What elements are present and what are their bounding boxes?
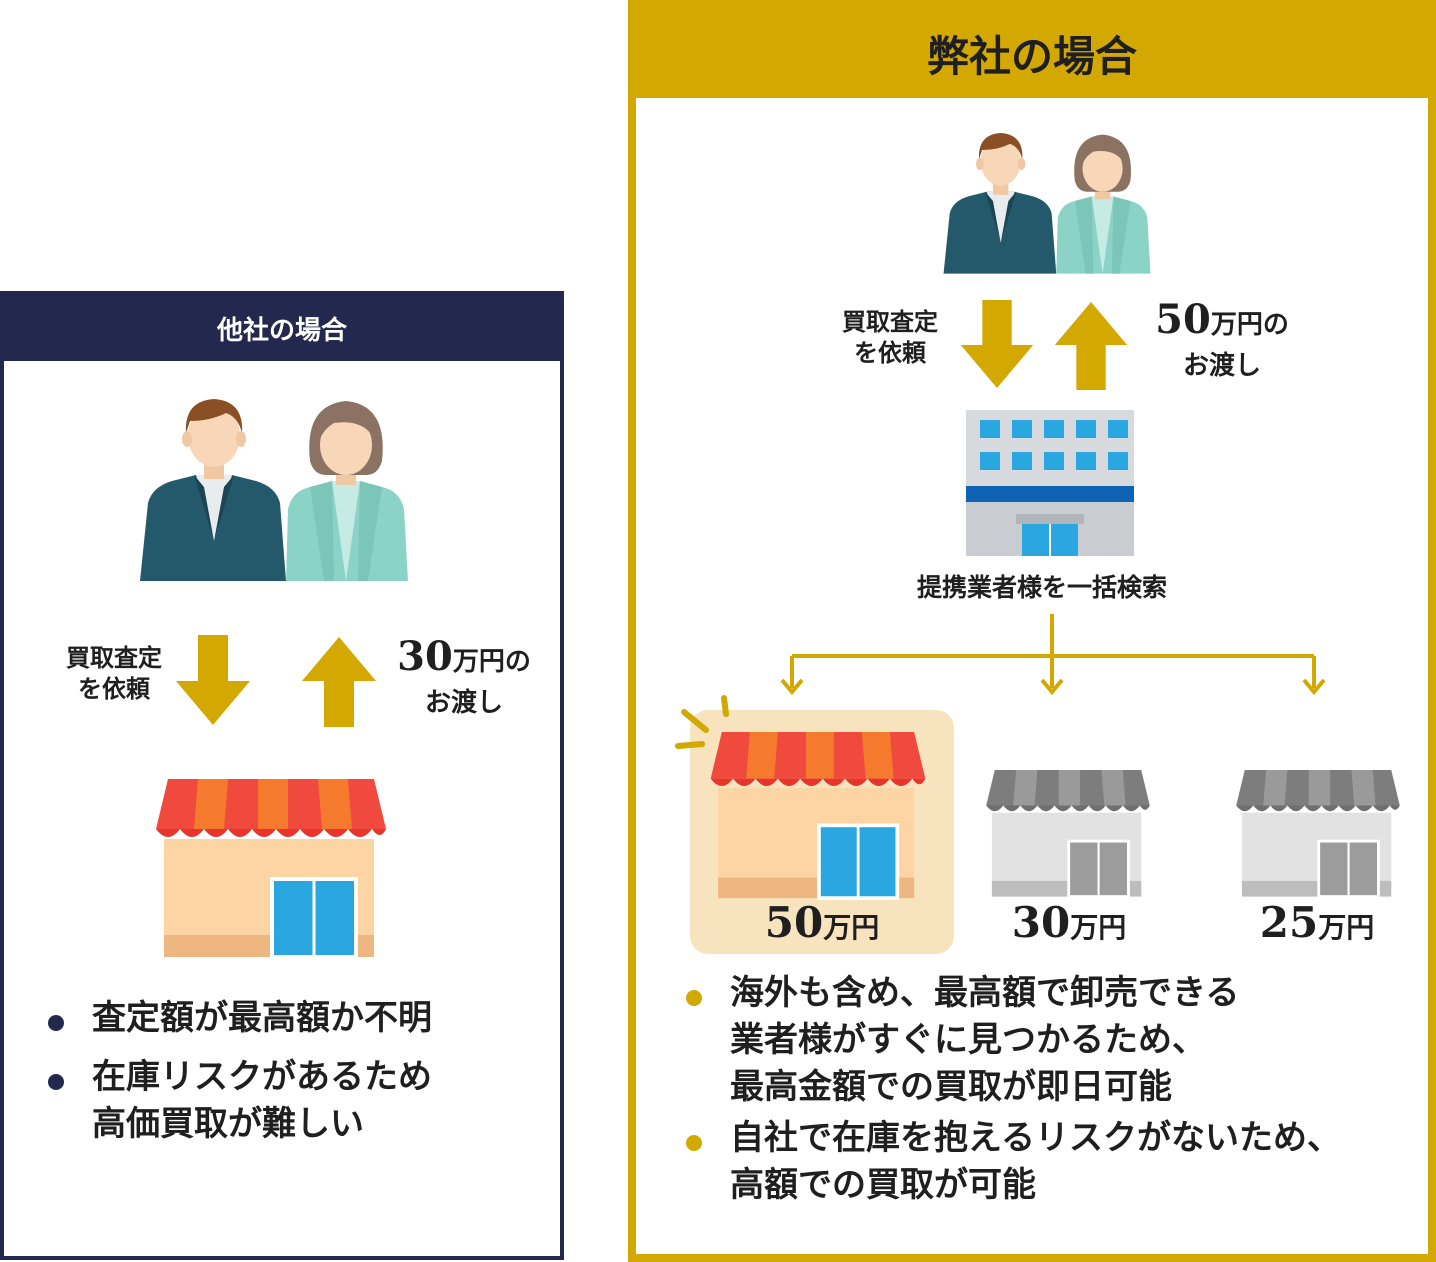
bullet-line: 海外も含め、最高額で卸売できる (730, 973, 1240, 1013)
shop-icon-best (710, 732, 926, 900)
shop-price-number: 30 (1011, 898, 1071, 947)
shop-icon-gray (986, 770, 1150, 898)
bullet-line: 高額での買取が可能 (730, 1164, 1036, 1205)
customers-icon (943, 133, 1151, 274)
branch-connector (780, 614, 1326, 696)
request-line-1: 買取査定 (842, 307, 938, 336)
shop-price-label: 25万円 (1202, 898, 1432, 947)
man-icon (140, 399, 286, 581)
bullet-line: 在庫リスクがあるため (92, 1056, 432, 1097)
bullet-dot-icon (686, 1134, 702, 1151)
shop-price-label: 30万円 (954, 898, 1184, 947)
company-building-icon (966, 410, 1134, 556)
request-appraisal-label: 買取査定 を依頼 (820, 306, 960, 368)
bullet-line: 高価買取が難しい (92, 1103, 364, 1144)
handover-amount-unit: 万円の (1210, 310, 1289, 340)
shop-price-unit: 万円 (823, 911, 880, 944)
woman-icon (286, 401, 408, 581)
handover-text: お渡し (1182, 351, 1261, 381)
shop-price-label: 50万円 (690, 898, 954, 947)
handover-amount-label: 50万円の お渡し (1142, 296, 1302, 382)
handover-amount-number: 50 (1155, 296, 1211, 343)
our-company-title: 弊社の場合 (636, 8, 1428, 98)
arrow-down-icon (960, 300, 1034, 389)
bullet-dot-icon (686, 990, 702, 1006)
arrow-up-icon (302, 637, 376, 727)
shop-icon-gray (1236, 770, 1400, 898)
handover-amount-unit: 万円の (452, 647, 531, 677)
bullet-line: 最高金額での買取が即日可能 (730, 1066, 1172, 1107)
bullet-line: 自社で在庫を抱えるリスクがないため、 (730, 1117, 1341, 1158)
arrow-down-icon (176, 635, 250, 725)
other-company-panel: 他社の場合 買取査定 を依頼 (0, 291, 564, 1260)
shop-price-number: 25 (1259, 898, 1319, 947)
request-line-2: を依頼 (78, 674, 150, 704)
request-appraisal-label: 買取査定 を依頼 (44, 642, 184, 704)
bullet-line: 業者様がすぐに見つかるため、 (730, 1019, 1206, 1060)
man-icon (943, 133, 1057, 274)
handover-text: お渡し (424, 688, 503, 718)
request-line-2: を依頼 (854, 338, 926, 368)
arrow-up-icon (1054, 301, 1128, 390)
bullet-line: 査定額が最高額か不明 (92, 998, 432, 1038)
other-company-title: 他社の場合 (4, 295, 560, 361)
other-company-bullets: 査定額が最高額か不明 在庫リスクがあるため 高価買取が難しい (44, 995, 544, 1148)
sparkle-icon (675, 695, 729, 749)
our-company-panel: 弊社の場合 買取査定 を依頼 (628, 0, 1436, 1262)
bullet-dot-icon (48, 1073, 64, 1090)
handover-amount-label: 30万円の お渡し (384, 633, 544, 719)
shop-price-unit: 万円 (1070, 911, 1127, 944)
shop-price-unit: 万円 (1318, 911, 1375, 944)
request-line-1: 買取査定 (66, 643, 162, 672)
partner-search-label: 提携業者様を一括検索 (916, 573, 1167, 602)
our-company-bullets: 海外も含め、最高額で卸売できる 業者様がすぐに見つかるため、 最高金額での買取が… (678, 970, 1428, 1209)
bullet-item: 在庫リスクがあるため 高価買取が難しい (44, 1054, 544, 1148)
customers-icon (140, 399, 408, 581)
bullet-dot-icon (48, 1015, 64, 1031)
woman-icon (1056, 134, 1151, 274)
bullet-item: 海外も含め、最高額で卸売できる 業者様がすぐに見つかるため、 最高金額での買取が… (678, 970, 1428, 1111)
bullet-item: 査定額が最高額か不明 (44, 995, 544, 1042)
bullet-item: 自社で在庫を抱えるリスクがないため、 高額での買取が可能 (678, 1115, 1428, 1209)
shop-price-number: 50 (764, 898, 824, 947)
handover-amount-number: 30 (397, 633, 453, 680)
shop-icon (156, 779, 386, 959)
